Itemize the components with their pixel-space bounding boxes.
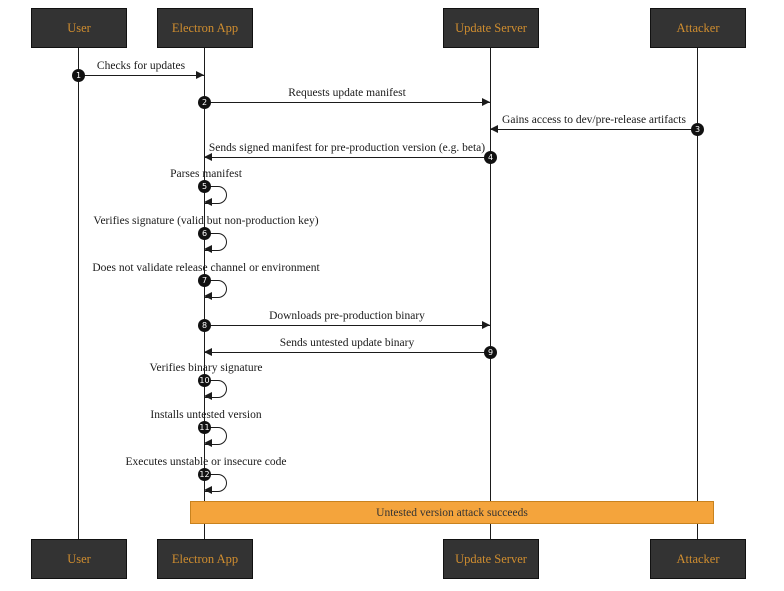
message-12-self-loop [204,474,227,492]
actor-box-update-server-top: Update Server [443,8,539,48]
message-3-arrowhead [490,125,498,133]
message-5-self-loop [204,186,227,204]
message-3-label: Gains access to dev/pre-release artifact… [502,114,686,126]
message-11-arrowhead [204,439,212,447]
message-8-label: Downloads pre-production binary [269,310,425,322]
message-5-label: Parses manifest [170,168,242,180]
message-1-line [78,75,204,76]
lifeline-user [78,46,79,539]
message-3-line [490,129,697,130]
message-9-line [204,352,490,353]
actor-label-update-server: Update Server [455,20,527,35]
message-6-self-loop [204,233,227,251]
actor-label-electron-app-bottom: Electron App [171,551,239,566]
message-5-number: 5 [198,180,211,193]
diagram-note-text: Untested version attack succeeds [376,506,528,519]
message-11-label: Installs untested version [150,409,262,421]
message-1-arrowhead [196,71,204,79]
actor-label-user: User [67,20,91,35]
message-10-number: 10 [198,374,211,387]
actor-label-update-server-bottom: Update Server [455,551,527,566]
message-10-arrowhead [204,392,212,400]
diagram-note: Untested version attack succeeds [190,501,714,524]
message-10-label: Verifies binary signature [149,362,263,374]
actor-box-user-bottom: User [31,539,127,579]
message-9-arrowhead [204,348,212,356]
message-4-arrowhead [204,153,212,161]
message-6-label: Verifies signature (valid but non-produc… [93,215,319,227]
message-8-number: 8 [198,319,211,332]
lifeline-attacker [697,46,698,539]
message-4-number: 4 [484,151,497,164]
message-7-number: 7 [198,274,211,287]
message-1-label: Checks for updates [96,60,186,72]
message-2-number: 2 [198,96,211,109]
message-3-number: 3 [691,123,704,136]
message-12-label: Executes unstable or insecure code [125,456,287,468]
message-10-self-loop [204,380,227,398]
message-12-arrowhead [204,486,212,494]
actor-box-attacker-top: Attacker [650,8,746,48]
message-6-arrowhead [204,245,212,253]
message-9-number: 9 [484,346,497,359]
message-9-label: Sends untested update binary [279,337,415,349]
message-2-label: Requests update manifest [288,87,406,99]
message-8-arrowhead [482,321,490,329]
message-8-line [204,325,490,326]
message-2-line [204,102,490,103]
message-5-arrowhead [204,198,212,206]
message-2-arrowhead [482,98,490,106]
actor-box-electron-app-bottom: Electron App [157,539,253,579]
actor-label-attacker: Attacker [676,20,720,35]
message-6-number: 6 [198,227,211,240]
message-4-line [204,157,490,158]
message-12-number: 12 [198,468,211,481]
actor-label-user-bottom: User [67,551,91,566]
message-11-self-loop [204,427,227,445]
actor-box-user-top: User [31,8,127,48]
message-4-label: Sends signed manifest for pre-production… [208,142,486,154]
message-7-label: Does not validate release channel or env… [92,262,320,274]
message-11-number: 11 [198,421,211,434]
message-1-number: 1 [72,69,85,82]
message-7-self-loop [204,280,227,298]
actor-label-attacker-bottom: Attacker [676,551,720,566]
actor-box-electron-app-top: Electron App [157,8,253,48]
message-7-arrowhead [204,292,212,300]
actor-box-update-server-bottom: Update Server [443,539,539,579]
actor-box-attacker-bottom: Attacker [650,539,746,579]
actor-label-electron-app: Electron App [171,20,239,35]
lifeline-update-server [490,46,491,539]
